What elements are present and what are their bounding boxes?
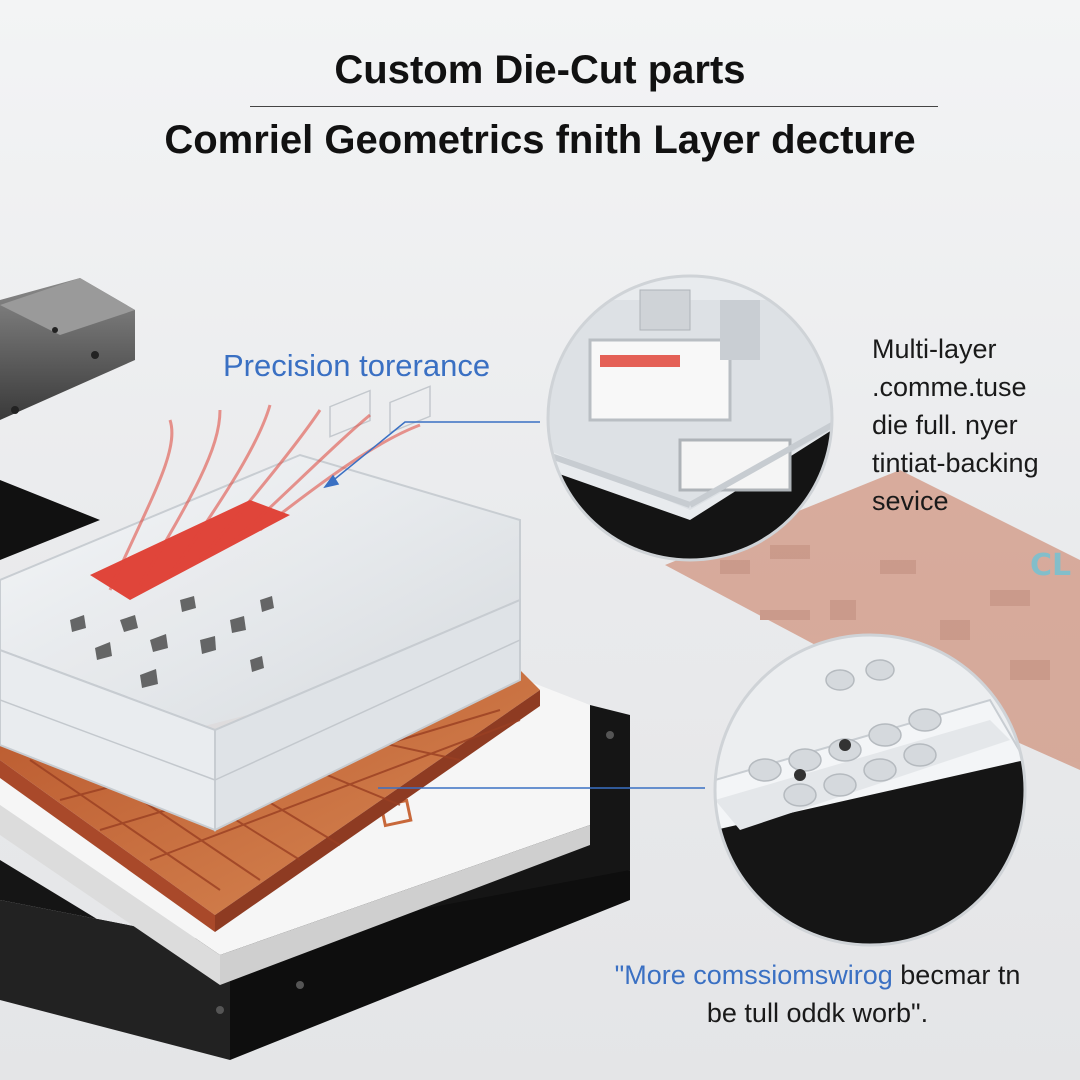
quote-rest: becmar tn — [892, 960, 1021, 990]
quote-line-1: "More comssiomswirog becmar tn — [560, 956, 1075, 994]
title-divider — [250, 106, 938, 107]
multilayer-callout-label: Multi-layer .comme.tuse die full. nyer t… — [872, 330, 1077, 520]
bottom-detail-magnifier — [713, 633, 1027, 947]
svg-text:CL: CL — [1030, 548, 1071, 583]
top-detail-magnifier — [546, 274, 834, 562]
red-precision-highlight — [90, 404, 421, 600]
multilayer-line-3: die full. nyer — [872, 410, 1018, 440]
clear-die-cut-block — [0, 385, 521, 832]
metal-bracket — [0, 278, 135, 420]
quote-callout: "More comssiomswirog becmar tn be tull o… — [560, 956, 1075, 1032]
quote-line-2: be tull oddk worb". — [706, 998, 929, 1028]
quote-highlight: "More comssiomswirog — [614, 960, 893, 990]
callout-leaders — [323, 421, 705, 789]
multilayer-line-1: Multi-layer — [872, 334, 997, 364]
multilayer-line-2: .comme.tuse — [872, 372, 1027, 402]
multilayer-line-4: tintiat-backing — [872, 448, 1039, 478]
page-title: Custom Die-Cut parts — [334, 48, 746, 92]
multilayer-line-5: sevice — [872, 486, 949, 516]
page-subtitle: Comriel Geometrics fnith Layer decture — [164, 118, 916, 162]
precision-callout-label: Precision torerance — [223, 348, 491, 383]
